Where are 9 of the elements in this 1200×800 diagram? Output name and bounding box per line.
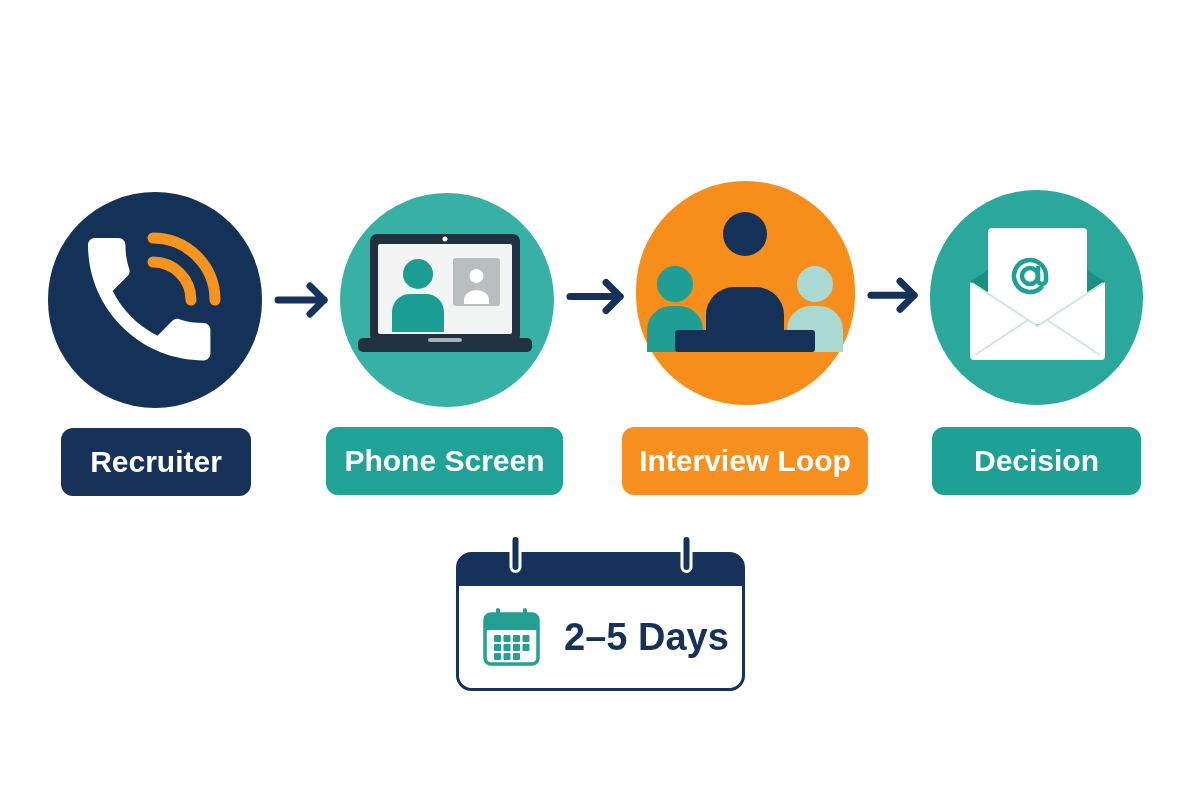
step-label: Interview Loop bbox=[622, 427, 868, 495]
arrow bbox=[274, 282, 328, 318]
arrow bbox=[566, 279, 624, 314]
calendar-card bbox=[456, 534, 745, 691]
duration-text: 2–5 Days bbox=[564, 618, 729, 656]
step-label: Recruiter bbox=[61, 428, 251, 496]
arrow bbox=[867, 277, 918, 313]
step-label: Decision bbox=[932, 427, 1141, 495]
step-label: Phone Screen bbox=[326, 427, 563, 495]
